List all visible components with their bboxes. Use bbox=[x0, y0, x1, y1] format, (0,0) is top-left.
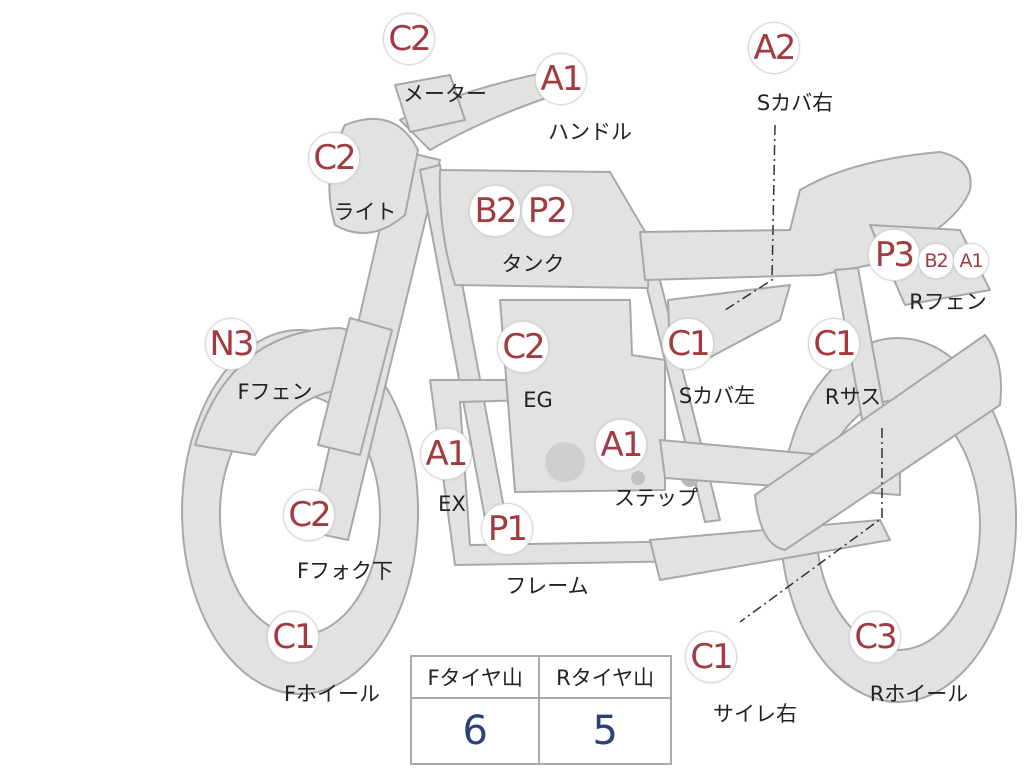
badge-sidecover-right: A2 bbox=[748, 22, 800, 74]
label-engine: EG bbox=[523, 388, 553, 412]
badge-step: A1 bbox=[595, 419, 647, 471]
engine-cover bbox=[545, 442, 585, 482]
tire-tread-table: Fタイヤ山 Rタイヤ山 6 5 bbox=[409, 655, 672, 765]
meter bbox=[394, 74, 466, 133]
label-frame: フレーム bbox=[505, 574, 589, 598]
badge-front-wheel: C1 bbox=[267, 611, 319, 663]
badge-front-fork-lower: C2 bbox=[283, 489, 335, 541]
badge-exhaust: A1 bbox=[420, 428, 472, 480]
badge-rear-fender-b: B2 bbox=[918, 243, 954, 279]
label-front-wheel: Fホイール bbox=[283, 682, 381, 706]
label-muffler-right: サイレ右 bbox=[713, 702, 797, 726]
fork-guard bbox=[317, 317, 393, 456]
badge-engine: C2 bbox=[497, 321, 549, 373]
label-handlebar: ハンドル bbox=[548, 120, 632, 144]
leader-line-sidecover-right bbox=[724, 124, 776, 311]
badge-rear-suspension: C1 bbox=[808, 318, 860, 370]
label-sidecover-left: Sカバ左 bbox=[678, 384, 756, 408]
label-rear-wheel: Rホイール bbox=[869, 682, 969, 706]
label-front-fender: Fフェン bbox=[237, 380, 313, 404]
badge-rear-fender-p: P3 bbox=[868, 229, 920, 281]
badge-tank-p: P2 bbox=[521, 185, 573, 237]
badge-muffler-right: C1 bbox=[685, 631, 737, 683]
rear-tire-value: 5 bbox=[538, 697, 672, 765]
badge-sidecover-left: C1 bbox=[662, 318, 714, 370]
badge-tank-b: B2 bbox=[469, 185, 521, 237]
label-step: ステップ bbox=[614, 486, 698, 510]
label-sidecover-right: Sカバ右 bbox=[756, 91, 834, 115]
badge-meter: C2 bbox=[383, 13, 435, 65]
muffler bbox=[754, 334, 1002, 551]
label-headlight: ライト bbox=[333, 200, 397, 224]
step-peg bbox=[631, 471, 645, 485]
front-tire-header: Fタイヤ山 bbox=[409, 655, 541, 699]
front-tire-value: 6 bbox=[409, 697, 541, 765]
label-meter: メーター bbox=[403, 82, 487, 106]
label-front-fork-lower: Fフォク下 bbox=[296, 559, 394, 583]
badge-handlebar: A1 bbox=[535, 53, 587, 105]
badge-front-fender: N3 bbox=[205, 318, 257, 370]
leader-line-muffler-right bbox=[739, 428, 883, 623]
label-rear-suspension: Rサス bbox=[824, 385, 882, 409]
label-rear-fender: Rフェン bbox=[909, 290, 987, 314]
label-tank: タンク bbox=[501, 252, 565, 276]
badge-rear-wheel: C3 bbox=[849, 611, 901, 663]
rear-tire-header: Rタイヤ山 bbox=[538, 655, 672, 699]
badge-headlight: C2 bbox=[308, 132, 360, 184]
label-exhaust: EX bbox=[438, 492, 466, 516]
badge-frame: P1 bbox=[481, 503, 533, 555]
badge-rear-fender-a: A1 bbox=[953, 243, 989, 279]
